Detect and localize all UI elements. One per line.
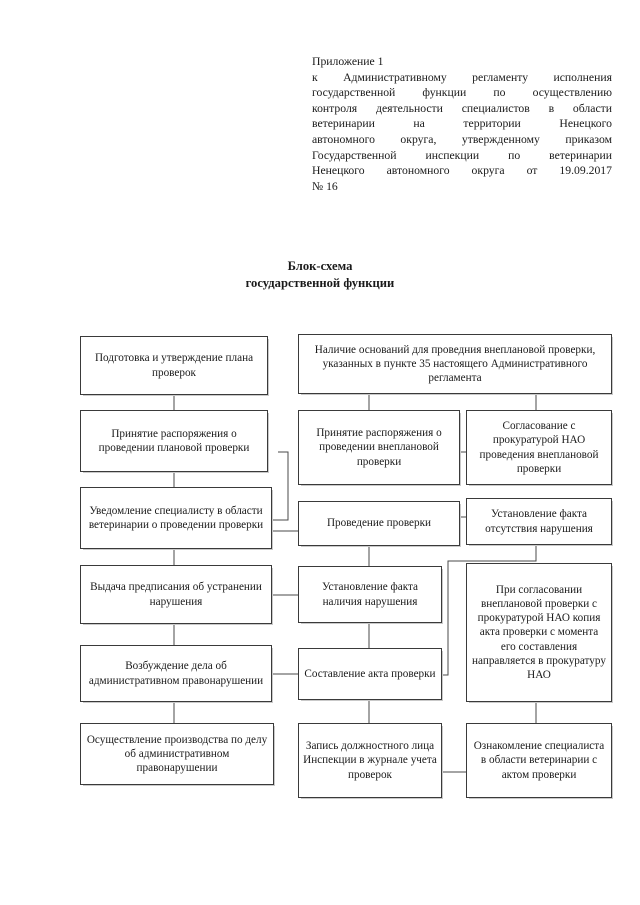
node-prosecutor-approval: Согласование с прокуратурой НАО проведен… (466, 410, 613, 486)
header-line-3: государственной функции по осуществлению (312, 86, 612, 100)
node-order-scheduled: Принятие распоряжения о проведении плано… (80, 410, 269, 473)
node-order-unscheduled-label: Принятие распоряжения о проведении внепл… (316, 427, 442, 468)
node-initiate-admin-case: Возбуждение дела об административном пра… (80, 645, 273, 703)
header-line-9: № 16 (312, 179, 338, 193)
header-line-5: ветеринарии на территории Ненецкого (312, 117, 612, 131)
node-conduct-inspection-label: Проведение проверки (326, 517, 432, 530)
node-conduct-admin-proceeding: Осуществление производства по делу об ад… (80, 723, 275, 786)
node-copy-to-prosecutor-label: При согласовании внеплановой проверки с … (472, 583, 606, 681)
node-initiate-admin-case-label: Возбуждение дела об административном пра… (88, 660, 264, 687)
header-line-2: к Административному регламенту исполнени… (312, 70, 612, 84)
node-conduct-inspection: Проведение проверки (298, 501, 461, 547)
node-conduct-admin-proceeding-label: Осуществление производства по делу об ад… (86, 733, 268, 775)
node-order-unscheduled: Принятие распоряжения о проведении внепл… (298, 410, 461, 486)
appendix-header: Приложение 1 к Административному регламе… (312, 54, 612, 194)
node-grounds-unscheduled-label: Наличие оснований для проведния внеплано… (314, 343, 596, 385)
node-no-violation-found: Установление факта отсутствия нарушения (466, 498, 613, 546)
node-notify-specialist-label: Уведомление специалисту в области ветери… (88, 504, 264, 531)
node-copy-to-prosecutor: При согласовании внеплановой проверки с … (466, 563, 613, 703)
node-violation-found-label: Установление факта наличия нарушения (321, 581, 419, 608)
node-draw-up-act-label: Составление акта проверки (304, 667, 436, 680)
node-grounds-unscheduled: Наличие оснований для проведния внеплано… (298, 334, 613, 395)
node-plan-approval: Подготовка и утверждение плана проверок (80, 336, 269, 396)
node-violation-found: Установление факта наличия нарушения (298, 566, 443, 624)
node-issue-order-remedy-label: Выдача предписания об устранении нарушен… (90, 581, 262, 608)
node-familiarize-specialist-label: Ознакомление специалиста в области ветер… (473, 740, 605, 781)
node-log-entry: Запись должностного лица Инспекции в жур… (298, 723, 443, 799)
node-issue-order-remedy: Выдача предписания об устранении нарушен… (80, 565, 273, 625)
node-log-entry-label: Запись должностного лица Инспекции в жур… (303, 740, 437, 781)
header-line-7: Государственной инспекции по ветеринарии (312, 148, 612, 162)
node-prosecutor-approval-label: Согласование с прокуратурой НАО проведен… (479, 420, 599, 475)
page-title-line-1: Блок-схема (287, 259, 353, 273)
node-familiarize-specialist: Ознакомление специалиста в области ветер… (466, 723, 613, 799)
node-order-scheduled-label: Принятие распоряжения о проведении плано… (98, 427, 250, 454)
header-line-1: Приложение 1 (312, 55, 384, 68)
page-title: Блок-схема государственной функции (0, 258, 640, 292)
node-notify-specialist: Уведомление специалисту в области ветери… (80, 487, 273, 550)
node-no-violation-found-label: Установление факта отсутствия нарушения (485, 508, 593, 535)
header-line-4: контроля деятельности специалистов в обл… (312, 101, 612, 115)
header-line-6: автономного округа, утвержденному приказ… (312, 132, 612, 146)
node-draw-up-act: Составление акта проверки (298, 648, 443, 701)
page-title-line-2: государственной функции (245, 276, 395, 290)
header-line-8: Ненецкого автономного округа от 19.09.20… (312, 164, 612, 178)
node-plan-approval-label: Подготовка и утверждение плана проверок (94, 352, 254, 379)
